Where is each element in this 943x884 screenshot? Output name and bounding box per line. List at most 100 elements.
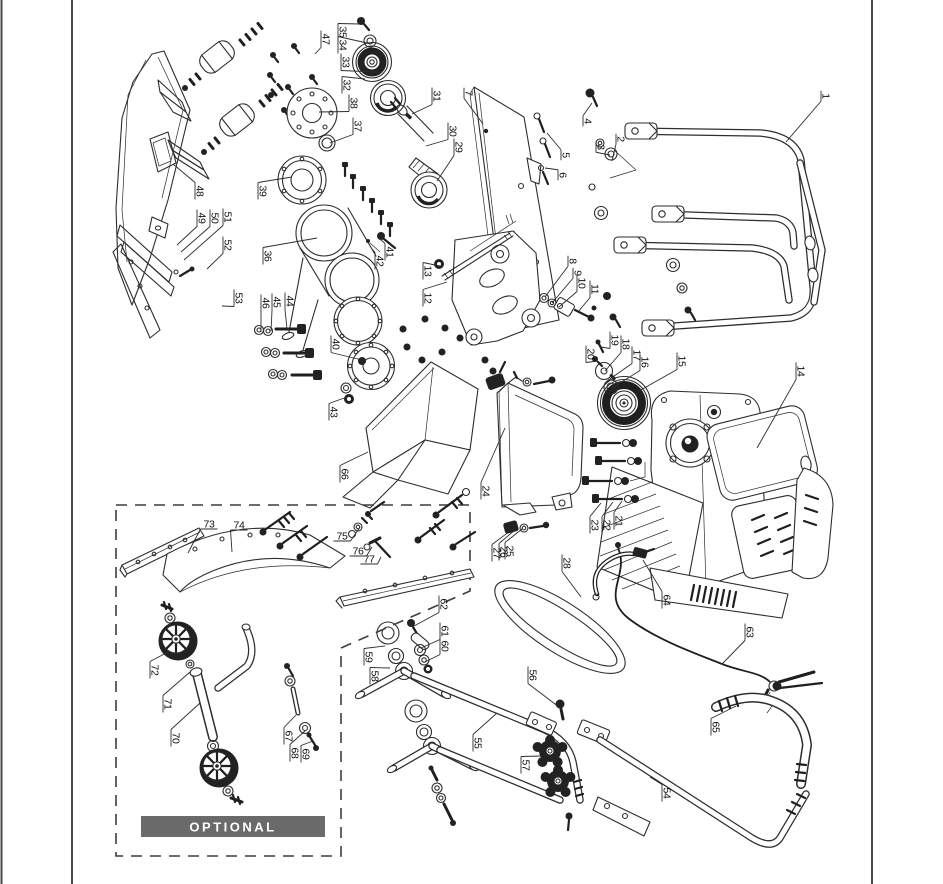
svg-text:77: 77 — [364, 554, 375, 566]
part-label-44: 44 — [284, 292, 296, 330]
part-label-54: 54 — [649, 776, 673, 802]
svg-text:44: 44 — [284, 296, 296, 307]
part-label-39: 39 — [257, 176, 293, 200]
svg-text:29: 29 — [453, 142, 465, 153]
part-label-74: 74 — [230, 520, 248, 553]
svg-text:28: 28 — [561, 558, 573, 569]
svg-text:20: 20 — [585, 349, 597, 360]
part-label-41: 41 — [380, 239, 396, 261]
part-label-50: 50 — [180, 209, 221, 253]
part-14-engine-drawing — [582, 339, 834, 619]
tube-clamp-ends — [613, 122, 685, 337]
part-label-8: 8 — [544, 255, 579, 298]
svg-text:12: 12 — [422, 293, 434, 304]
svg-text:70: 70 — [170, 733, 182, 744]
part-label-68: 68 — [289, 730, 306, 762]
svg-text:63: 63 — [744, 627, 756, 638]
part-label-6: 6 — [544, 167, 569, 181]
svg-text:8: 8 — [567, 258, 579, 264]
part-label-29: 29 — [436, 138, 465, 182]
svg-text:41: 41 — [384, 247, 396, 258]
svg-text:16: 16 — [639, 357, 651, 368]
svg-text:58: 58 — [369, 671, 381, 682]
part-label-43: 43 — [328, 396, 348, 421]
part-label-67: 67 — [283, 714, 297, 745]
svg-text:72: 72 — [149, 665, 161, 676]
svg-text:32: 32 — [341, 80, 353, 91]
part-label-59: 59 — [363, 645, 386, 666]
part-label-38: 38 — [318, 94, 360, 113]
pad-bolts-75-77-drawing — [259, 487, 477, 561]
svg-text:27: 27 — [491, 548, 503, 559]
svg-text:71: 71 — [162, 699, 174, 710]
part-label-22: 22 — [601, 501, 614, 534]
part-label-66: 66 — [339, 451, 369, 483]
svg-text:50: 50 — [209, 213, 221, 224]
part-label-13: 13 — [422, 262, 441, 280]
svg-text:73: 73 — [204, 519, 215, 531]
svg-text:54: 54 — [661, 788, 673, 799]
part-label-58: 58 — [369, 667, 391, 685]
star-knob — [532, 735, 568, 767]
part-label-33: 33 — [340, 53, 378, 73]
optional-banner-label: OPTIONAL — [189, 820, 276, 835]
cradle-12-13-drawing — [399, 220, 556, 390]
part-label-49: 49 — [176, 209, 208, 246]
part-label-51: 51 — [183, 208, 234, 261]
part-label-2: 2 — [611, 133, 627, 162]
part-label-3: 3 — [595, 141, 611, 156]
part-label-61: 61 — [420, 622, 451, 649]
svg-text:3: 3 — [595, 144, 607, 150]
part-label-12: 12 — [422, 281, 448, 307]
svg-text:40: 40 — [330, 339, 342, 350]
svg-text:59: 59 — [363, 652, 375, 663]
svg-text:45: 45 — [271, 297, 283, 308]
fasteners-2-3-4-drawing — [585, 88, 697, 329]
part-label-24: 24 — [480, 427, 506, 500]
engine-bolts-21-23 — [582, 438, 646, 504]
svg-text:69: 69 — [300, 749, 312, 760]
svg-text:2: 2 — [615, 136, 627, 142]
part-label-45: 45 — [271, 293, 283, 332]
wheel — [158, 621, 198, 661]
part-label-1: 1 — [785, 90, 832, 143]
svg-text:36: 36 — [262, 251, 274, 262]
svg-text:7: 7 — [463, 90, 475, 96]
part-24-belt-guard-drawing — [496, 370, 584, 534]
optional-banner — [141, 816, 325, 837]
part-label-16: 16 — [611, 353, 651, 389]
svg-text:26: 26 — [498, 547, 510, 558]
svg-text:43: 43 — [328, 407, 340, 418]
part-label-56: 56 — [527, 666, 560, 708]
optional-dashed-border — [115, 504, 471, 857]
part-label-25: 25 — [504, 528, 523, 560]
page-frame — [0, 0, 873, 884]
part-64-hose-drawing — [592, 547, 656, 601]
part-label-73: 73 — [187, 519, 218, 554]
part-label-46: 46 — [260, 294, 272, 332]
part-65-grip-drawing — [711, 692, 812, 789]
part-label-77: 77 — [360, 554, 382, 566]
part-label-47: 47 — [314, 30, 332, 55]
throttle-8-11-drawing — [538, 292, 595, 322]
svg-text:42: 42 — [374, 256, 386, 267]
part-label-7: 7 — [463, 87, 484, 125]
part-label-57: 57 — [520, 755, 543, 774]
part-label-30: 30 — [425, 122, 459, 147]
svg-text:19: 19 — [609, 335, 621, 346]
part-number-labels: 1234567891011121314151617181920212223242… — [149, 23, 832, 802]
part-label-69: 69 — [300, 740, 314, 763]
part-label-62: 62 — [413, 595, 450, 627]
svg-text:34: 34 — [337, 40, 349, 51]
part-label-31: 31 — [411, 87, 443, 115]
part-label-32: 32 — [341, 76, 366, 94]
part-label-11: 11 — [577, 280, 601, 313]
svg-text:10: 10 — [576, 278, 588, 289]
svg-text:24: 24 — [480, 486, 492, 497]
wheel-kit-70-72-drawing — [158, 600, 256, 806]
part-label-27: 27 — [491, 530, 511, 562]
lower-handle-54-drawing — [386, 699, 810, 848]
part-label-5: 5 — [546, 132, 572, 161]
part-label-52: 52 — [206, 236, 234, 270]
